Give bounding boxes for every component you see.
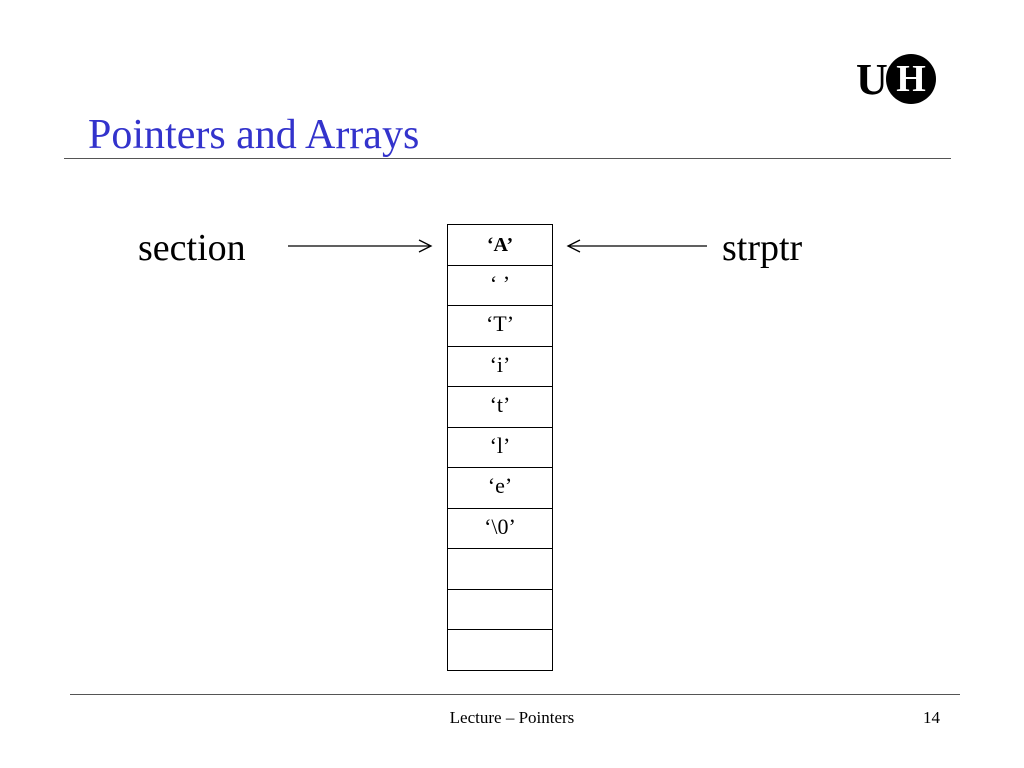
footer-title: Lecture – Pointers — [449, 708, 575, 727]
page-number: 14 — [923, 708, 940, 727]
strptr-arrow — [566, 239, 707, 253]
uh-logo: U H — [856, 54, 942, 106]
strptr-label: strptr — [722, 227, 803, 269]
array-cell: ‘l’ — [448, 428, 552, 468]
array-cell: ‘T’ — [448, 306, 552, 347]
array-cell: ‘A’ — [448, 225, 552, 266]
footer-divider — [70, 694, 960, 695]
array-cell: ‘ ’ — [448, 266, 552, 306]
section-arrow — [288, 239, 433, 253]
array-cell: ‘t’ — [448, 387, 552, 428]
logo-letter-u: U — [856, 55, 888, 104]
section-label: section — [138, 227, 246, 269]
slide-title: Pointers and Arrays — [88, 112, 420, 158]
array-cell — [448, 630, 552, 671]
array-cell: ‘e’ — [448, 468, 552, 509]
title-divider — [64, 158, 951, 159]
array-cell — [448, 590, 552, 630]
logo-circle: H — [886, 54, 936, 104]
array-cell: ‘\0’ — [448, 509, 552, 549]
array-cell: ‘i’ — [448, 347, 552, 387]
logo-letter-h: H — [896, 58, 926, 100]
char-array: ‘A’‘ ’‘T’‘i’‘t’‘l’‘e’‘\0’ — [447, 224, 553, 671]
array-cell — [448, 549, 552, 590]
